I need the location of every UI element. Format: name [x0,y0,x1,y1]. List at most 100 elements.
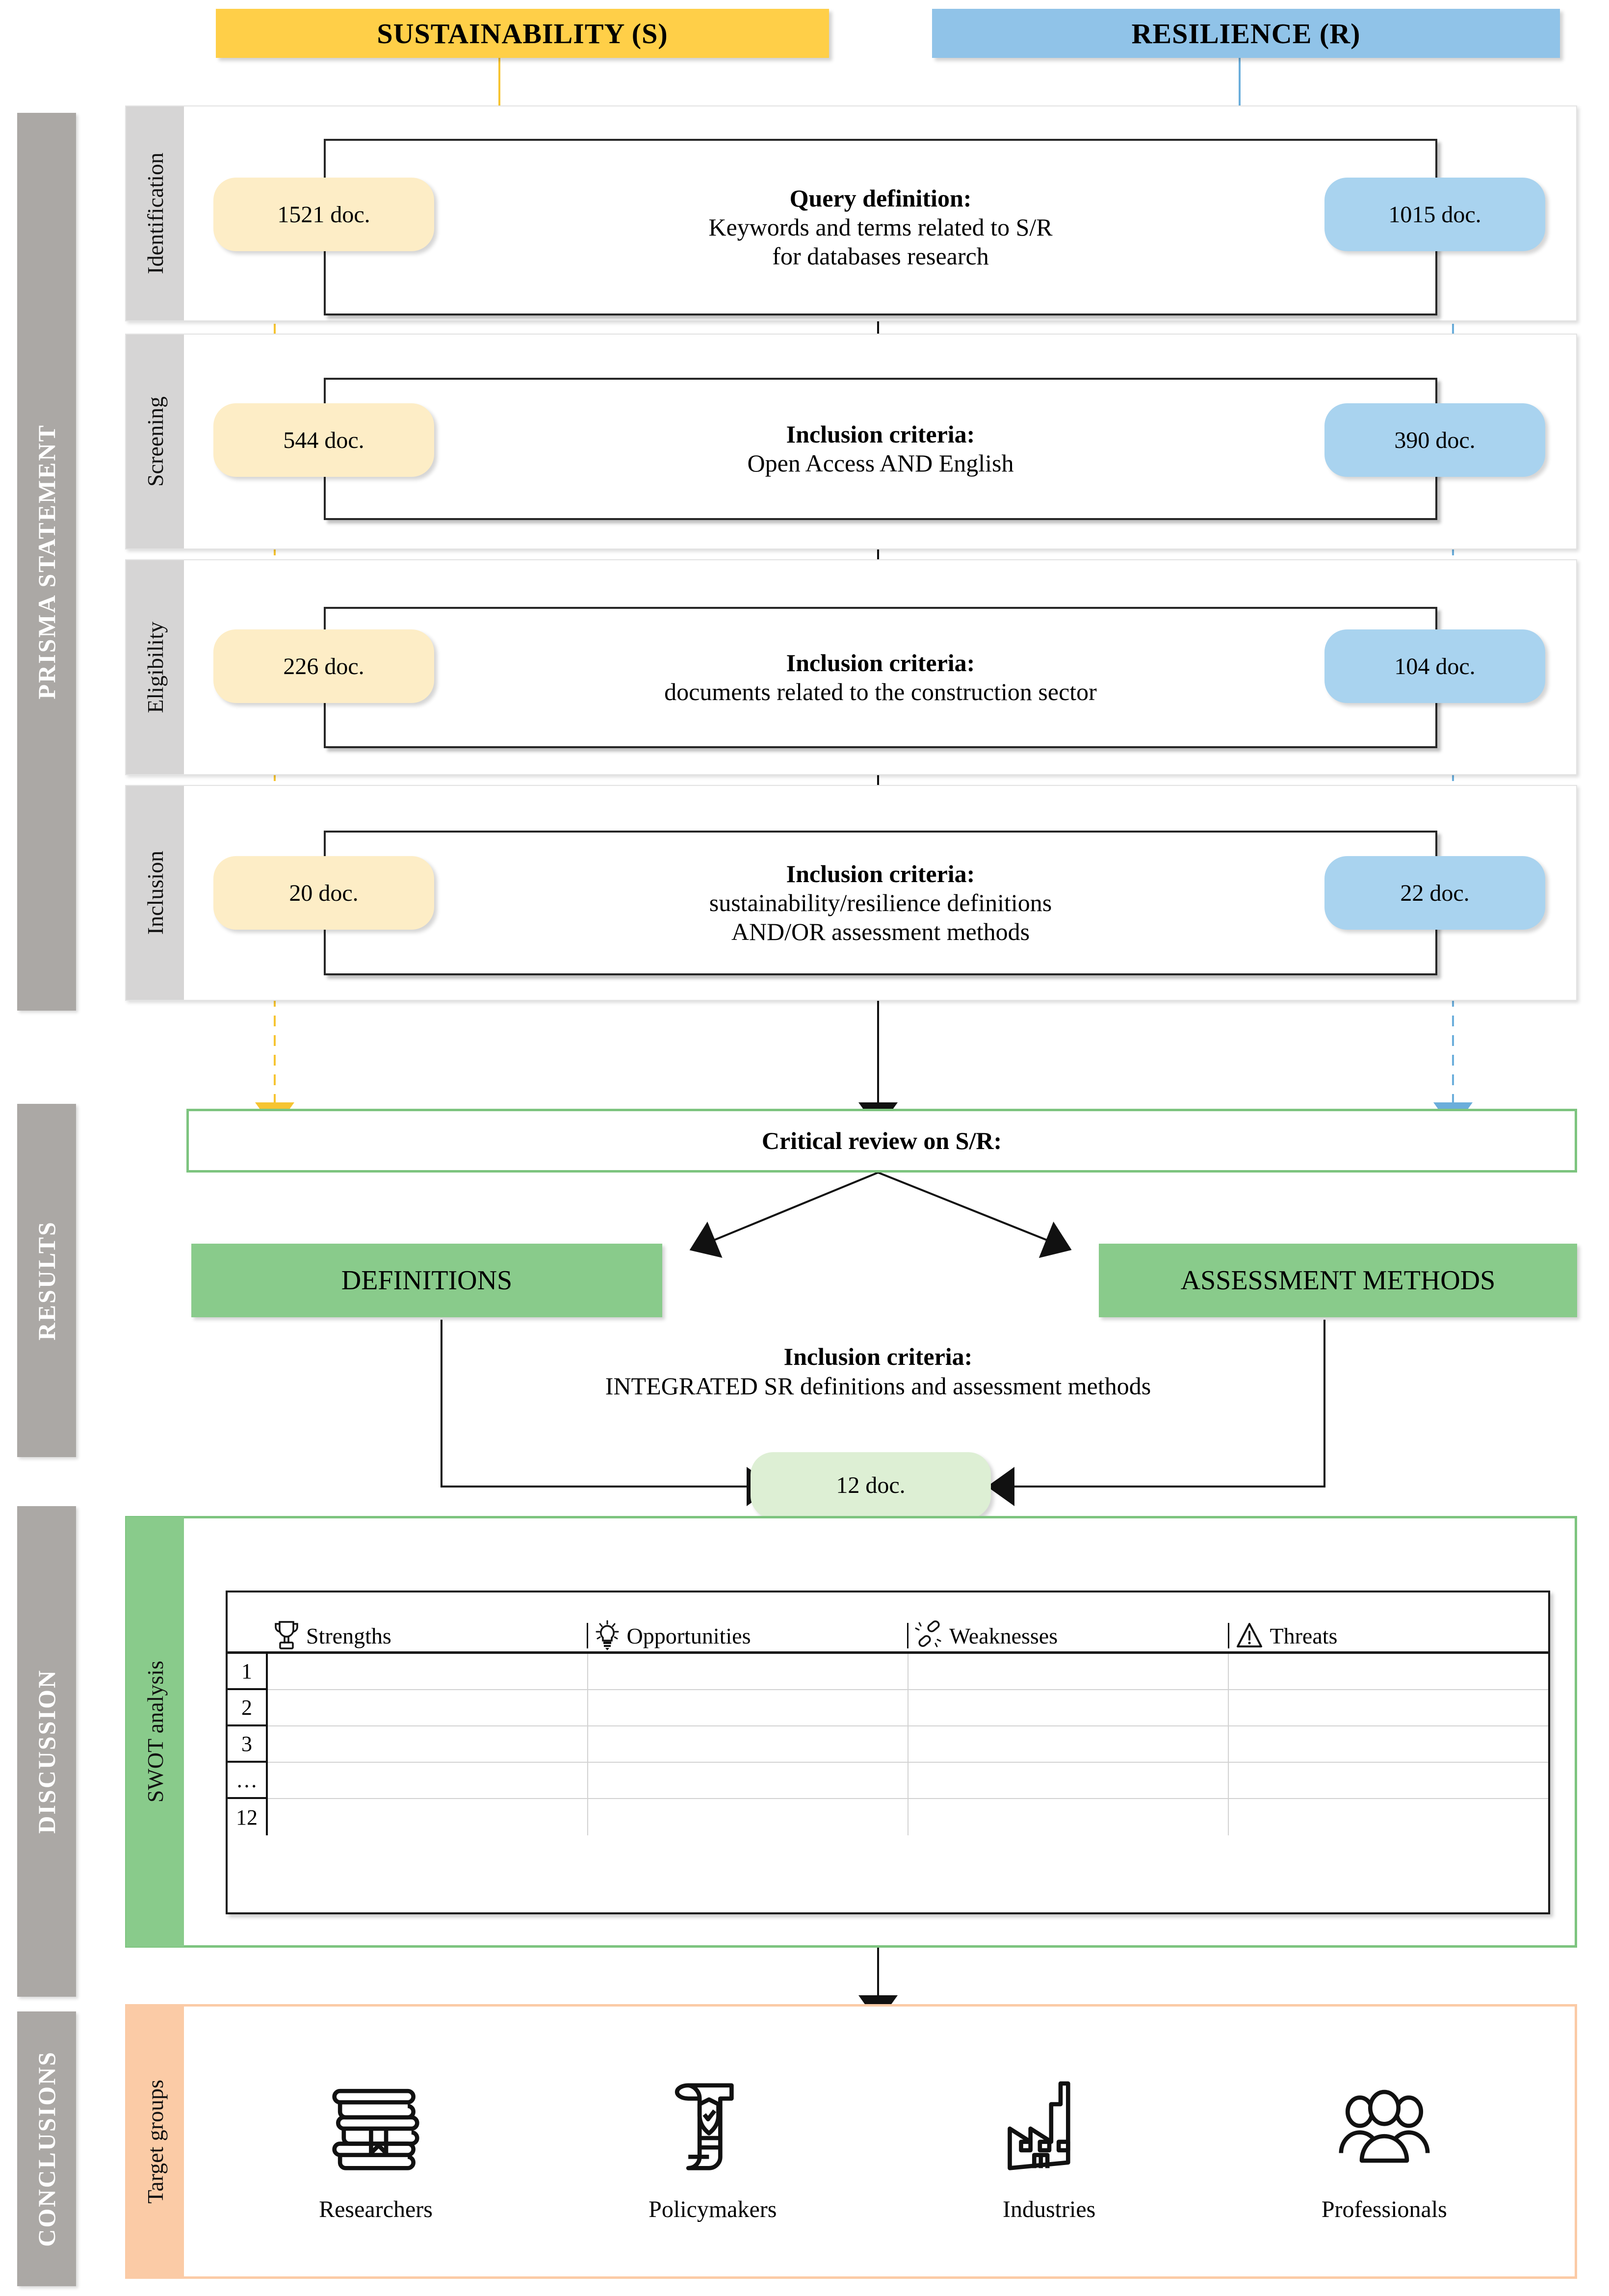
swot-cell-opportunities[interactable] [588,1654,908,1690]
swot-cell-strengths[interactable] [268,1763,588,1799]
integration-criteria: Inclusion criteria: INTEGRATED SR defini… [432,1342,1324,1401]
side-band-discussion-label: DISCUSSION [33,1669,60,1834]
swot-cell-strengths[interactable] [268,1690,588,1726]
swot-cell-opportunities[interactable] [588,1726,908,1763]
target-group-researchers: Researchers [319,2070,433,2223]
count-pill-inclusion-sustainability: 20 doc. [213,856,434,930]
swot-row-index: 1 [228,1654,268,1690]
swot-row-index: 2 [228,1690,268,1726]
header-sustainability: SUSTAINABILITY (S) [216,9,829,58]
stage-tab-eligibility-label: Eligibility [142,621,168,713]
count-pill-inclusion-resilience-label: 22 doc. [1400,880,1470,906]
criteria-body-identification: Keywords and terms related to S/R for da… [708,213,1053,270]
target-group-researchers-label: Researchers [319,2196,433,2222]
swot-cell-strengths[interactable] [268,1799,588,1835]
header-resilience: RESILIENCE (R) [932,9,1560,58]
swot-row-index: … [228,1763,268,1799]
swot-row-index: 12 [228,1799,268,1835]
swot-cell-threats[interactable] [1229,1799,1548,1835]
factory-icon [1007,2081,1070,2170]
swot-column-strengths: Strengths [266,1620,587,1651]
criteria-title-identification: Query definition: [789,184,972,212]
side-band-conclusions: CONCLUSIONS [17,2011,76,2286]
count-pill-identification-sustainability: 1521 doc. [213,178,434,251]
broken-chain-icon [915,1620,941,1647]
swot-cell-weaknesses[interactable] [908,1799,1229,1835]
swot-row: 3 [228,1726,1548,1763]
swot-cell-weaknesses[interactable] [908,1654,1229,1690]
swot-cell-strengths[interactable] [268,1654,588,1690]
swot-row: 12 [228,1799,1548,1835]
policy-scroll-icon [675,2083,734,2170]
stage-tab-screening-label: Screening [142,396,168,487]
swot-table-header: Strengths [228,1592,1548,1651]
swot-cell-opportunities[interactable] [588,1690,908,1726]
criteria-box-identification: Query definition: Keywords and terms rel… [324,139,1437,315]
criteria-box-inclusion: Inclusion criteria: sustainability/resil… [324,831,1437,975]
count-pill-eligibility-resilience: 104 doc. [1324,629,1545,703]
target-group-professionals-label: Professionals [1321,2196,1447,2222]
discussion-band-swot-label: SWOT analysis [142,1661,168,1803]
swot-row: … [228,1763,1548,1799]
swot-cell-weaknesses[interactable] [908,1726,1229,1763]
books-stack-icon [332,2088,419,2170]
integration-criteria-title: Inclusion criteria: [783,1343,973,1370]
swot-cell-opportunities[interactable] [588,1799,908,1835]
criteria-box-screening: Inclusion criteria: Open Access AND Engl… [324,378,1437,520]
target-group-industries-label: Industries [1003,2196,1096,2222]
result-branch-definitions: DEFINITIONS [191,1244,662,1317]
swot-cell-opportunities[interactable] [588,1763,908,1799]
criteria-body-eligibility: documents related to the construction se… [664,678,1097,705]
result-branch-definitions-label: DEFINITIONS [341,1265,513,1296]
swot-column-opportunities-label: Opportunities [626,1623,751,1648]
count-pill-screening-resilience-label: 390 doc. [1394,427,1476,453]
count-pill-inclusion-sustainability-label: 20 doc. [289,880,359,906]
swot-cell-weaknesses[interactable] [908,1690,1229,1726]
count-pill-screening-resilience: 390 doc. [1324,403,1545,477]
count-pill-identification-resilience: 1015 doc. [1324,178,1545,251]
swot-row: 1 [228,1654,1548,1690]
count-pill-integration: 12 doc. [751,1452,991,1518]
side-band-discussion: DISCUSSION [17,1506,76,1997]
stage-tab-identification-label: Identification [142,153,168,274]
criteria-box-eligibility: Inclusion criteria: documents related to… [324,607,1437,748]
conclusions-band-target-groups: Target groups [126,2005,184,2278]
header-sustainability-label: SUSTAINABILITY (S) [377,17,668,50]
swot-cell-threats[interactable] [1229,1654,1548,1690]
lightbulb-icon [596,1620,619,1650]
criteria-title-eligibility: Inclusion criteria: [786,649,975,677]
swot-cell-strengths[interactable] [268,1726,588,1763]
swot-column-weaknesses-label: Weaknesses [949,1623,1058,1648]
count-pill-integration-label: 12 doc. [836,1472,906,1498]
swot-column-threats-label: Threats [1270,1623,1338,1648]
result-branch-assessment-methods: ASSESSMENT METHODS [1099,1244,1577,1317]
integration-criteria-body: INTEGRATED SR definitions and assessment… [605,1372,1151,1400]
critical-review-box: Critical review on S/R: [186,1109,1577,1173]
swot-row: 2 [228,1690,1548,1726]
stage-tab-screening: Screening [126,335,184,548]
side-band-results: RESULTS [17,1104,76,1457]
swot-cell-weaknesses[interactable] [908,1763,1229,1799]
discussion-band-swot: SWOT analysis [126,1517,184,1947]
swot-row-index: 3 [228,1726,268,1763]
people-group-icon [1339,2089,1430,2163]
conclusions-frame [125,2004,1577,2279]
side-band-conclusions-label: CONCLUSIONS [33,2051,60,2247]
count-pill-eligibility-sustainability-label: 226 doc. [283,653,364,679]
conclusions-band-target-groups-label: Target groups [142,2079,168,2204]
side-band-results-label: RESULTS [33,1220,60,1341]
warning-triangle-icon [1236,1623,1262,1647]
target-groups-row: Researchers Policymakers [211,2031,1555,2262]
critical-review-label: Critical review on S/R: [761,1127,1002,1154]
swot-cell-threats[interactable] [1229,1763,1548,1799]
count-pill-identification-resilience-label: 1015 doc. [1388,201,1481,228]
target-group-industries: Industries [993,2070,1106,2223]
count-pill-identification-sustainability-label: 1521 doc. [277,201,370,228]
swot-cell-threats[interactable] [1229,1726,1548,1763]
swot-cell-threats[interactable] [1229,1690,1548,1726]
count-pill-eligibility-resilience-label: 104 doc. [1394,653,1476,679]
swot-column-opportunities: Opportunities [586,1620,908,1651]
count-pill-inclusion-resilience: 22 doc. [1324,856,1545,930]
criteria-title-screening: Inclusion criteria: [786,420,975,448]
